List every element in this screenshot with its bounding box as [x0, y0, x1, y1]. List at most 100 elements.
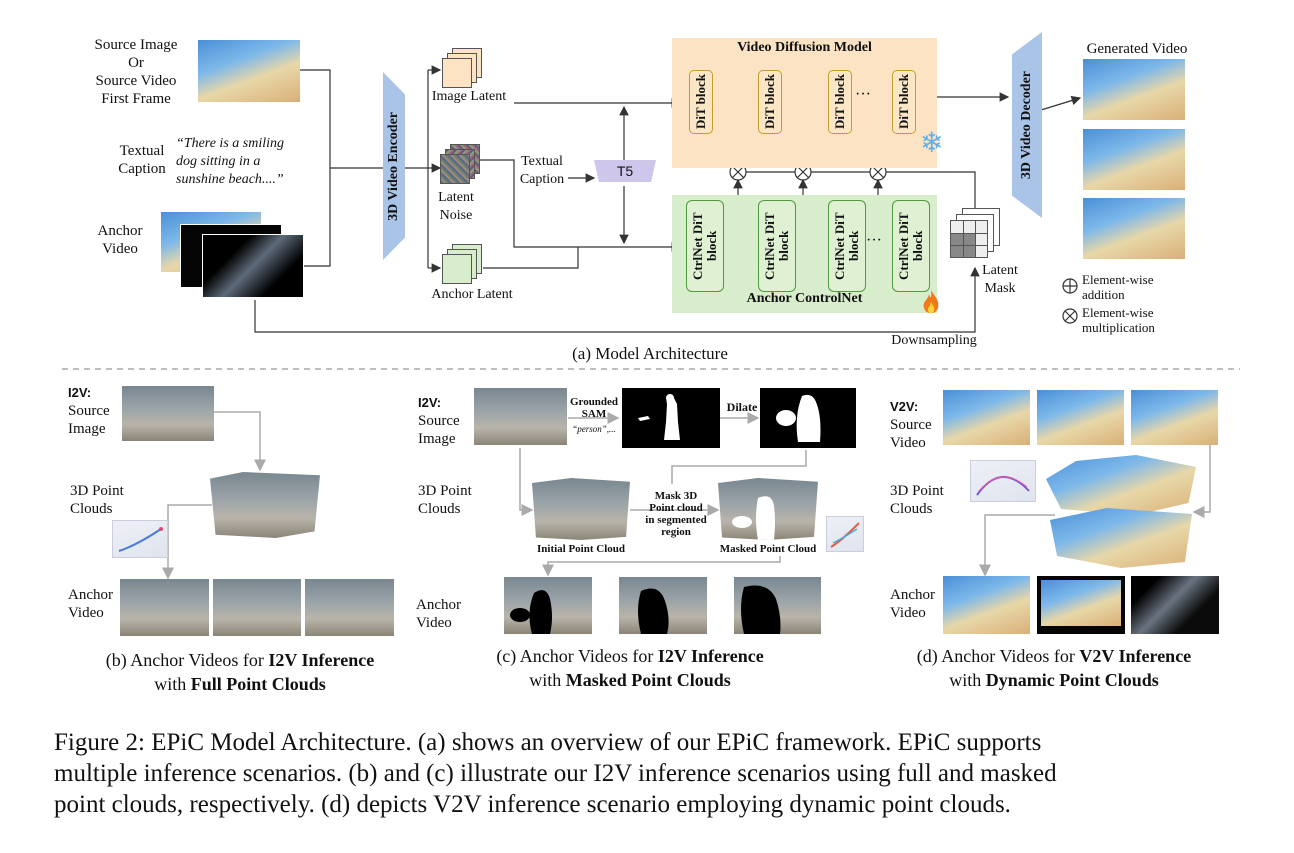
- panel-b-anchor-line: Anchor: [68, 587, 113, 603]
- panel-d-anchor-frame: [1037, 576, 1125, 634]
- image-latent-stack: [442, 48, 482, 88]
- panel-d-caption-text: with: [949, 670, 986, 690]
- caption-quote-line: “There is a smiling: [176, 136, 284, 151]
- panel-c-caption-text: (c) Anchor Videos for: [496, 646, 658, 666]
- anchor-latent-stack: [442, 244, 482, 284]
- mask-step-label: Mask 3D Point cloud in segmented region: [634, 490, 718, 538]
- legend-multiplication-line: Element-wise: [1082, 305, 1154, 320]
- source-label-line: Or: [128, 55, 144, 71]
- latent-mask-label: Latent Mask: [972, 262, 1028, 298]
- dit-block-label: DiT block: [693, 74, 708, 130]
- ctrlnet-block: CtrlNet DiT block: [686, 200, 724, 292]
- video-decoder: 3D Video Decoder: [1012, 32, 1042, 218]
- panel-d-source-line: Source: [890, 417, 932, 433]
- latent-noise-label-line: Noise: [439, 208, 473, 223]
- panel-d-caption-bold: V2V Inference: [1079, 646, 1192, 666]
- grounded-sam-line: SAM: [581, 408, 607, 420]
- generated-frame: [1083, 129, 1185, 190]
- camera-trajectory-icon: [970, 460, 1036, 502]
- panel-d-anchor-frame: [1131, 576, 1219, 634]
- dit-block: DiT block: [828, 70, 852, 134]
- panel-c-caption-text: with: [529, 670, 566, 690]
- mask-step-line: in segmented: [645, 514, 707, 526]
- ctrl-ellipsis: ···: [866, 232, 882, 249]
- panel-d-source: V2V: Source Video: [890, 398, 932, 452]
- dynamic-point-cloud: [1046, 455, 1196, 515]
- dilated-mask: [760, 388, 856, 448]
- panel-b-caption-text: (b) Anchor Videos for: [105, 650, 269, 670]
- t5-label: T5: [616, 163, 634, 179]
- dit-block: DiT block: [758, 70, 782, 134]
- latent-mask-label-line: Mask: [984, 281, 1016, 296]
- dit-block-label: DiT block: [896, 74, 911, 130]
- latent-noise-label: Latent Noise: [426, 189, 486, 225]
- t5-encoder: T5: [594, 160, 656, 182]
- textual-caption-mid-label: Textual Caption: [514, 153, 570, 189]
- panel-b-anchor-frame: [120, 579, 209, 636]
- panel-b-source-image: [122, 386, 214, 441]
- panel-c-anchor-frame: [619, 577, 707, 634]
- panel-d-caption-bold: Dynamic Point Clouds: [985, 670, 1159, 690]
- ctrlnet-block-label: CtrlNet DiT block: [762, 212, 791, 280]
- grounded-sam-prompt: “person”,...: [572, 424, 616, 434]
- panel-b-source-line: Source: [68, 403, 110, 419]
- dit-block-label: DiT block: [832, 74, 847, 130]
- panel-d-anchor-line: Video: [890, 605, 926, 621]
- legend-addition-line: addition: [1082, 287, 1125, 302]
- panel-a-caption: (a) Model Architecture: [572, 344, 728, 363]
- camera-trajectory-icon: [826, 516, 864, 552]
- panel-d-anchor-frame: [943, 576, 1030, 634]
- anchor-latent-label: Anchor Latent: [431, 287, 513, 302]
- image-latent-label: Image Latent: [431, 89, 507, 104]
- figure-caption-line: Figure 2: EPiC Model Architecture. (a) s…: [54, 729, 1042, 756]
- mask-step-line: region: [661, 526, 691, 538]
- panel-d-v2v-label: V2V:: [890, 399, 919, 414]
- panel-c-caption: (c) Anchor Videos for I2V Inference with…: [460, 644, 800, 692]
- panel-b-anchor-label: Anchor Video: [68, 586, 113, 622]
- caption-quote-line: sunshine beach....”: [176, 172, 284, 187]
- figure-caption-line: point clouds, respectively. (d) depicts …: [54, 791, 1011, 818]
- latent-noise-stack: [440, 144, 480, 184]
- masked-point-cloud: [718, 478, 818, 540]
- panel-c-i2v-label: I2V:: [418, 395, 442, 410]
- panel-c-source: I2V: Source Image: [418, 394, 460, 448]
- panel-b-source: I2V: Source Image: [68, 384, 110, 438]
- panel-b-anchor-line: Video: [68, 605, 104, 621]
- video-encoder-label: 3D Video Encoder: [386, 111, 401, 221]
- panel-b-i2v-label: I2V:: [68, 385, 92, 400]
- panel-b-caption-text: with: [154, 674, 191, 694]
- panel-b-point-cloud: [210, 472, 320, 538]
- source-label-line: First Frame: [101, 91, 171, 107]
- latent-mask-stack: [950, 208, 1002, 260]
- panel-d-source-frame: [1037, 390, 1124, 445]
- controlnet-title: Anchor ControlNet: [746, 291, 863, 306]
- ctrlnet-block: CtrlNet DiT block: [828, 200, 866, 292]
- fire-icon: [920, 288, 942, 316]
- ctrlnet-block-label: CtrlNet DiT block: [690, 212, 719, 280]
- panel-b-caption: (b) Anchor Videos for I2V Inference with…: [70, 648, 410, 696]
- panel-d-pc-line: 3D Point: [890, 483, 944, 499]
- caption-quote: “There is a smiling dog sitting in a sun…: [176, 135, 316, 189]
- panel-b-source-line: Image: [68, 421, 106, 437]
- panel-d-pc-line: Clouds: [890, 501, 933, 517]
- latent-noise-label-line: Latent: [438, 190, 474, 205]
- panel-c-anchor-label: Anchor Video: [416, 596, 461, 632]
- ctrlnet-block: CtrlNet DiT block: [892, 200, 930, 292]
- panel-b-point-clouds-label: 3D Point Clouds: [70, 482, 124, 518]
- panel-c-point-clouds-label: 3D Point Clouds: [418, 482, 472, 518]
- initial-point-cloud: [532, 478, 630, 540]
- panel-b-pc-line: 3D Point: [70, 483, 124, 499]
- panel-d-anchor-line: Anchor: [890, 587, 935, 603]
- segmentation-mask: [622, 388, 720, 448]
- panel-c-anchor-line: Video: [416, 615, 452, 631]
- grounded-sam-line: Grounded: [569, 396, 619, 408]
- dit-block: DiT block: [689, 70, 713, 134]
- generated-video-label: Generated Video: [1086, 41, 1188, 57]
- legend-addition-line: Element-wise: [1082, 272, 1154, 287]
- caption-quote-line: dog sitting in a: [176, 154, 261, 169]
- textual-caption-label-line: Caption: [118, 161, 166, 177]
- textual-caption-mid-line: Caption: [519, 172, 565, 187]
- snowflake-icon: ❄: [920, 128, 944, 159]
- panel-c-caption-bold: I2V Inference: [657, 646, 764, 666]
- ctrlnet-block-label: CtrlNet DiT block: [896, 212, 925, 280]
